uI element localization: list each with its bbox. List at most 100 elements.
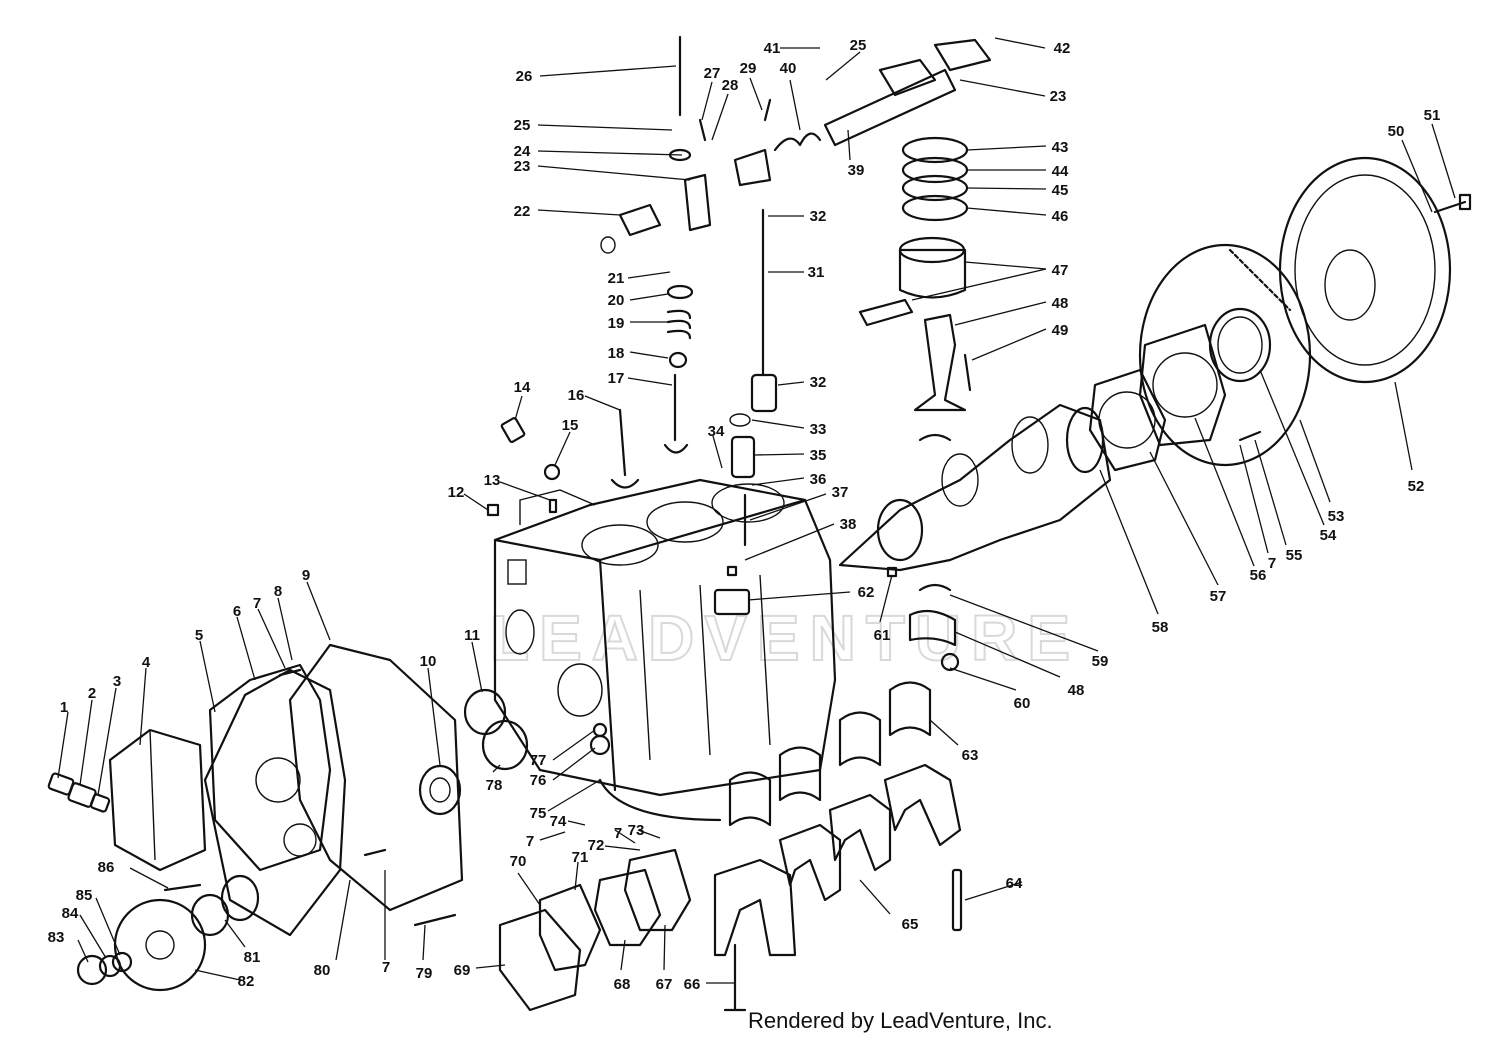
callout-62: 62 bbox=[858, 584, 875, 601]
callout-48a: 48 bbox=[1052, 295, 1069, 312]
callout-10: 10 bbox=[420, 653, 437, 670]
callout-70: 70 bbox=[510, 853, 527, 870]
callout-55: 55 bbox=[1286, 547, 1303, 564]
callout-16: 16 bbox=[568, 387, 585, 404]
callout-25a: 25 bbox=[514, 117, 531, 134]
callout-17: 17 bbox=[608, 370, 625, 387]
callout-26: 26 bbox=[516, 68, 533, 85]
callout-18: 18 bbox=[608, 345, 625, 362]
callout-69: 69 bbox=[454, 962, 471, 979]
callout-53: 53 bbox=[1328, 508, 1345, 525]
oil-seal-front bbox=[190, 874, 260, 937]
callout-7d: 7 bbox=[526, 833, 534, 850]
callout-86: 86 bbox=[98, 859, 115, 876]
callout-39: 39 bbox=[848, 162, 865, 179]
callout-19: 19 bbox=[608, 315, 625, 332]
callout-7a: 7 bbox=[253, 595, 261, 612]
gear-case-cover bbox=[108, 728, 207, 872]
crankshaft bbox=[838, 403, 1112, 572]
connecting-rod bbox=[913, 313, 972, 412]
callout-63: 63 bbox=[962, 747, 979, 764]
callout-9: 9 bbox=[302, 567, 310, 584]
callout-27: 27 bbox=[704, 65, 721, 82]
callout-58: 58 bbox=[1152, 619, 1169, 636]
callout-23b: 23 bbox=[1050, 88, 1067, 105]
callout-71: 71 bbox=[572, 849, 589, 866]
bearing-caps bbox=[713, 763, 962, 957]
callout-65: 65 bbox=[902, 916, 919, 933]
rear-bearing-parts bbox=[1088, 307, 1272, 472]
callout-5: 5 bbox=[195, 627, 203, 644]
valve-train bbox=[610, 35, 772, 489]
callout-36: 36 bbox=[810, 471, 827, 488]
callout-85: 85 bbox=[76, 887, 93, 904]
callout-78: 78 bbox=[486, 777, 503, 794]
valve-cover-gasket bbox=[288, 643, 464, 912]
callout-74: 74 bbox=[550, 813, 567, 830]
watermark-text: LEADVENTURE bbox=[490, 602, 1080, 674]
callout-20: 20 bbox=[608, 292, 625, 309]
callout-79: 79 bbox=[416, 965, 433, 982]
callout-83: 83 bbox=[48, 929, 65, 946]
callout-60: 60 bbox=[1014, 695, 1031, 712]
callout-73: 73 bbox=[628, 822, 645, 839]
callout-3: 3 bbox=[113, 673, 121, 690]
oil-pump-and-covers bbox=[498, 778, 722, 1012]
callout-72: 72 bbox=[588, 837, 605, 854]
callout-48b: 48 bbox=[1068, 682, 1085, 699]
callout-45: 45 bbox=[1052, 182, 1069, 199]
callout-44: 44 bbox=[1052, 163, 1069, 180]
callout-50: 50 bbox=[1388, 123, 1405, 140]
callout-38: 38 bbox=[840, 516, 857, 533]
callout-7b: 7 bbox=[1268, 555, 1276, 572]
callout-67: 67 bbox=[656, 976, 673, 993]
callout-84: 84 bbox=[62, 905, 79, 922]
callout-8: 8 bbox=[274, 583, 282, 600]
pulley-nut-washers bbox=[76, 951, 133, 986]
callout-77: 77 bbox=[530, 752, 547, 769]
callout-32b: 32 bbox=[810, 374, 827, 391]
callout-34: 34 bbox=[708, 423, 725, 440]
callout-52: 52 bbox=[1408, 478, 1425, 495]
flywheel-ring-gear bbox=[1138, 243, 1312, 467]
callout-47: 47 bbox=[1052, 262, 1069, 279]
callout-66: 66 bbox=[684, 976, 701, 993]
piston-rings bbox=[901, 136, 969, 222]
cylinder-block bbox=[493, 478, 837, 797]
callout-51: 51 bbox=[1424, 107, 1441, 124]
callout-4: 4 bbox=[142, 654, 151, 671]
flywheel-bolts bbox=[1238, 193, 1472, 442]
callout-33: 33 bbox=[810, 421, 827, 438]
callout-81: 81 bbox=[244, 949, 261, 966]
callout-7e: 7 bbox=[382, 959, 390, 976]
callout-82: 82 bbox=[238, 973, 255, 990]
callout-29: 29 bbox=[740, 60, 757, 77]
crank-pulley bbox=[113, 898, 207, 992]
callout-2: 2 bbox=[88, 685, 96, 702]
render-credit-text: Rendered by LeadVenture, Inc. bbox=[748, 1008, 1053, 1033]
callout-42: 42 bbox=[1054, 40, 1071, 57]
callout-59: 59 bbox=[1092, 653, 1109, 670]
callout-64: 64 bbox=[1006, 875, 1023, 892]
callout-28: 28 bbox=[722, 77, 739, 94]
main-bearings bbox=[728, 433, 957, 827]
small-fasteners bbox=[163, 416, 963, 1012]
callout-80: 80 bbox=[314, 962, 331, 979]
callout-6: 6 bbox=[233, 603, 241, 620]
callout-68: 68 bbox=[614, 976, 631, 993]
callout-7c: 7 bbox=[614, 825, 622, 842]
callout-49: 49 bbox=[1052, 322, 1069, 339]
callout-22: 22 bbox=[514, 203, 531, 220]
callout-12: 12 bbox=[448, 484, 465, 501]
callout-54: 54 bbox=[1320, 527, 1337, 544]
callout-25b: 25 bbox=[850, 37, 867, 54]
callout-35: 35 bbox=[810, 447, 827, 464]
front-shaft-parts bbox=[47, 772, 111, 813]
callout-37: 37 bbox=[832, 484, 849, 501]
callout-24: 24 bbox=[514, 143, 531, 160]
callout-46: 46 bbox=[1052, 208, 1069, 225]
flywheel bbox=[1278, 156, 1452, 384]
callout-76: 76 bbox=[530, 772, 547, 789]
callout-31: 31 bbox=[808, 264, 825, 281]
